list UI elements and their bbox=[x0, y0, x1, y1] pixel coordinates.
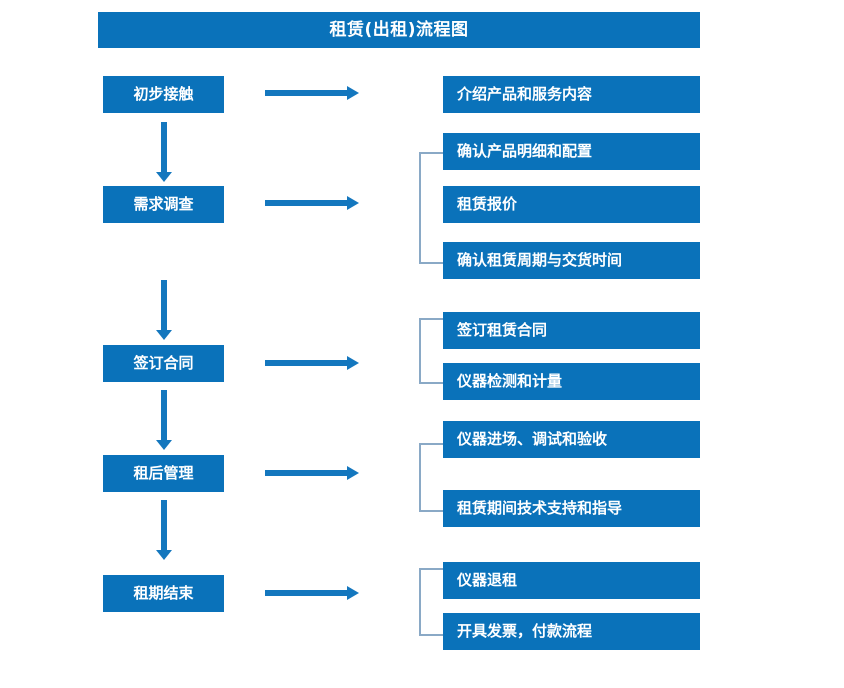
arrow-right-3 bbox=[265, 356, 359, 370]
detail-box-6[interactable]: 仪器检测和计量 bbox=[443, 363, 700, 400]
group-bracket-5 bbox=[419, 568, 443, 636]
arrow-down-4-head bbox=[156, 550, 172, 560]
arrow-right-4-head bbox=[347, 466, 359, 480]
arrow-down-2-head bbox=[156, 330, 172, 340]
arrow-down-2 bbox=[155, 280, 173, 342]
arrow-right-5-shaft bbox=[265, 590, 349, 596]
arrow-down-1-head bbox=[156, 172, 172, 182]
detail-box-4[interactable]: 确认租赁周期与交货时间 bbox=[443, 242, 700, 279]
arrow-right-5 bbox=[265, 586, 359, 600]
arrow-down-4-shaft bbox=[161, 500, 167, 550]
detail-box-4-label: 确认租赁周期与交货时间 bbox=[457, 251, 623, 269]
stage-box-3-label: 签订合同 bbox=[133, 354, 194, 372]
arrow-right-1-head bbox=[347, 86, 359, 100]
stage-box-5-label: 租期结束 bbox=[133, 584, 194, 602]
detail-box-2[interactable]: 确认产品明细和配置 bbox=[443, 133, 700, 170]
detail-box-1-label: 介绍产品和服务内容 bbox=[457, 85, 593, 103]
stage-box-5[interactable]: 租期结束 bbox=[103, 575, 224, 612]
detail-box-5-label: 签订租赁合同 bbox=[457, 321, 548, 339]
group-bracket-3 bbox=[419, 318, 443, 384]
stage-box-4-label: 租后管理 bbox=[133, 464, 194, 482]
arrow-down-3 bbox=[155, 390, 173, 452]
detail-box-3[interactable]: 租赁报价 bbox=[443, 186, 700, 223]
detail-box-6-label: 仪器检测和计量 bbox=[457, 372, 563, 390]
arrow-right-5-head bbox=[347, 586, 359, 600]
arrow-right-4-shaft bbox=[265, 470, 349, 476]
stage-box-2-label: 需求调查 bbox=[133, 195, 194, 213]
detail-box-3-label: 租赁报价 bbox=[457, 195, 518, 213]
arrow-right-2-shaft bbox=[265, 200, 349, 206]
detail-box-8-label: 租赁期间技术支持和指导 bbox=[457, 499, 623, 517]
detail-box-7[interactable]: 仪器进场、调试和验收 bbox=[443, 421, 700, 458]
detail-box-7-label: 仪器进场、调试和验收 bbox=[457, 430, 608, 448]
detail-box-8[interactable]: 租赁期间技术支持和指导 bbox=[443, 490, 700, 527]
detail-box-10[interactable]: 开具发票，付款流程 bbox=[443, 613, 700, 650]
stage-box-1[interactable]: 初步接触 bbox=[103, 76, 224, 113]
group-bracket-4 bbox=[419, 443, 443, 512]
group-bracket-2 bbox=[419, 152, 443, 264]
arrow-right-1-shaft bbox=[265, 90, 349, 96]
arrow-down-4 bbox=[155, 500, 173, 562]
arrow-down-3-head bbox=[156, 440, 172, 450]
arrow-right-3-shaft bbox=[265, 360, 349, 366]
stage-box-2[interactable]: 需求调查 bbox=[103, 186, 224, 223]
arrow-right-3-head bbox=[347, 356, 359, 370]
arrow-down-1 bbox=[155, 122, 173, 184]
arrow-right-2 bbox=[265, 196, 359, 210]
arrow-right-1 bbox=[265, 86, 359, 100]
stage-box-1-label: 初步接触 bbox=[133, 85, 194, 103]
flowchart-title-text: 租赁(出租)流程图 bbox=[329, 19, 469, 40]
detail-box-9[interactable]: 仪器退租 bbox=[443, 562, 700, 599]
stage-box-3[interactable]: 签订合同 bbox=[103, 345, 224, 382]
arrow-down-1-shaft bbox=[161, 122, 167, 172]
arrow-down-3-shaft bbox=[161, 390, 167, 440]
detail-box-5[interactable]: 签订租赁合同 bbox=[443, 312, 700, 349]
detail-box-9-label: 仪器退租 bbox=[457, 571, 518, 589]
flowchart-title-bar: 租赁(出租)流程图 bbox=[98, 12, 700, 48]
detail-box-1[interactable]: 介绍产品和服务内容 bbox=[443, 76, 700, 113]
arrow-down-2-shaft bbox=[161, 280, 167, 330]
stage-box-4[interactable]: 租后管理 bbox=[103, 455, 224, 492]
detail-box-2-label: 确认产品明细和配置 bbox=[457, 142, 593, 160]
arrow-right-4 bbox=[265, 466, 359, 480]
arrow-right-2-head bbox=[347, 196, 359, 210]
detail-box-10-label: 开具发票，付款流程 bbox=[457, 622, 593, 640]
